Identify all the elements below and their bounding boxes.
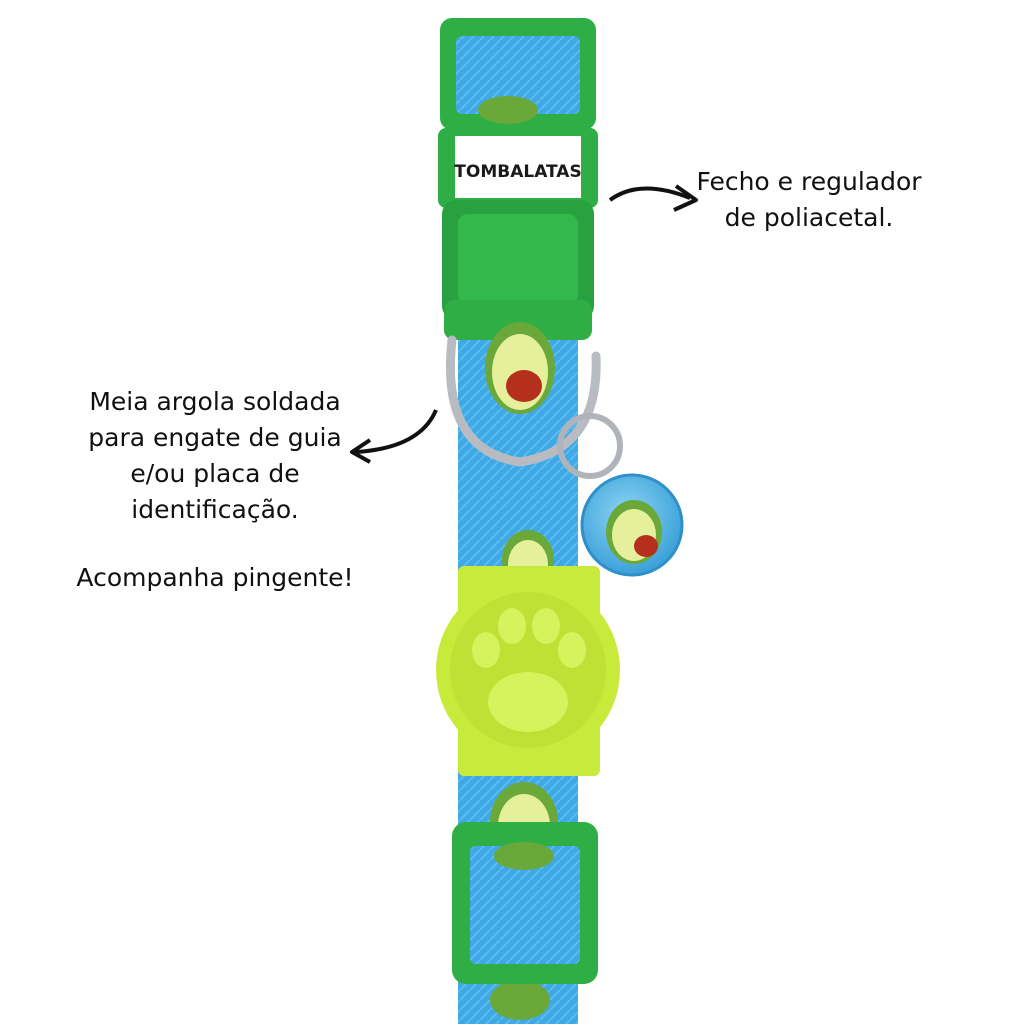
ring-callout: Meia argola soldada para engate de guia …	[50, 384, 380, 528]
ring-callout-line4: identificação.	[131, 495, 299, 524]
split-ring	[557, 413, 623, 479]
ring-callout-line2: para engate de guia	[88, 423, 342, 452]
buckle-callout: Fecho e regulador de poliacetal.	[678, 164, 940, 236]
ring-callout-line3: e/ou placa de	[130, 459, 300, 488]
avocado-print-4	[490, 980, 550, 1020]
buckle-callout-line2: de poliacetal.	[724, 203, 894, 232]
bottom-strap-loop	[452, 822, 598, 984]
arrow-to-buckle	[608, 186, 691, 202]
paw-pad	[488, 672, 568, 732]
avocado-print-1	[485, 322, 555, 414]
d-ring	[445, 335, 601, 467]
avocado-pendant	[580, 473, 684, 577]
arrow-from-ring	[355, 409, 438, 454]
ring-callout-line1: Meia argola soldada	[89, 387, 341, 416]
buckle-callout-line1: Fecho e regulador	[696, 167, 922, 196]
brand-logo: TOMBALATAS	[454, 136, 582, 198]
paw-strap-keeper	[436, 566, 620, 776]
top-strap-loop	[440, 18, 596, 130]
pendant-callout: Acompanha pingente!	[76, 563, 354, 592]
brand-logo-text: TOMBALATAS	[454, 162, 581, 182]
